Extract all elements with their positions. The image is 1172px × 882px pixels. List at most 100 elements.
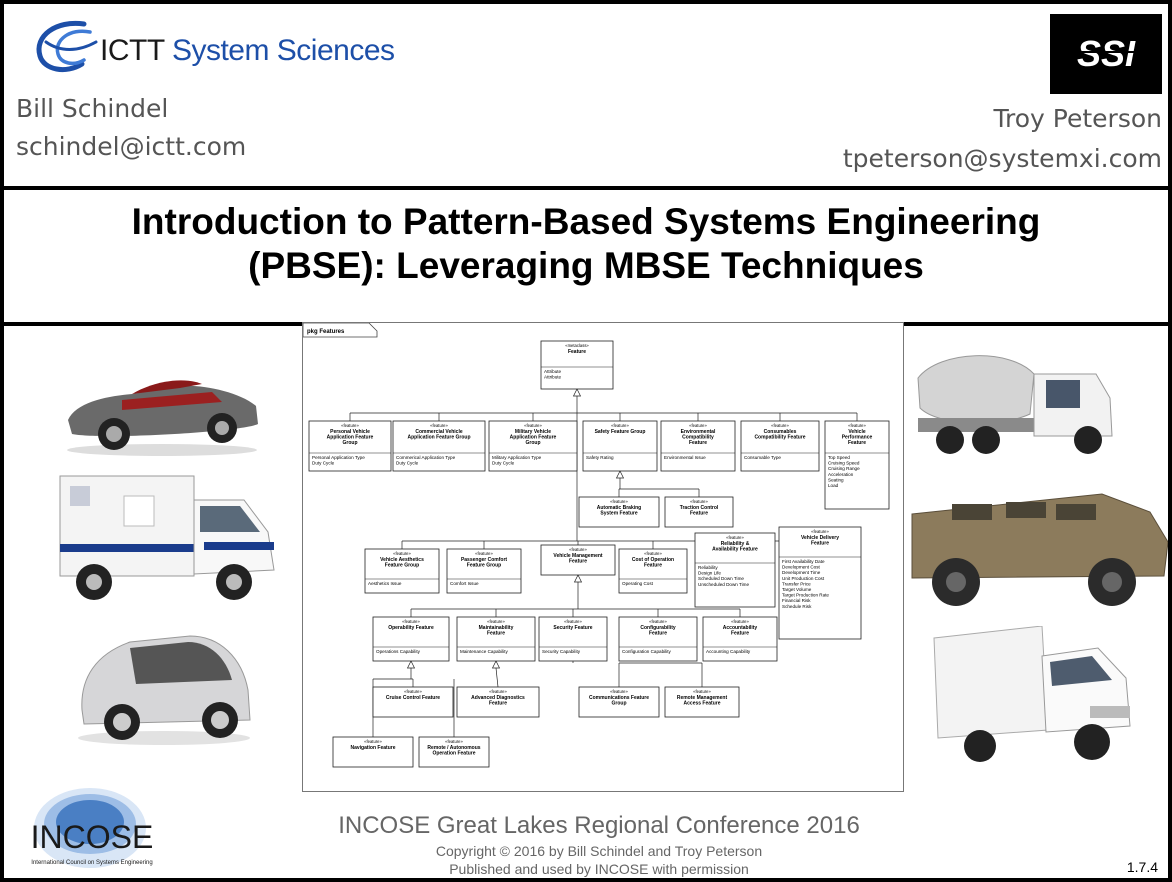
node-name: Reliability &Availability Feature xyxy=(712,541,758,553)
ictt-name-part2: System Sciences xyxy=(164,34,395,67)
node-stereotype: «feature» xyxy=(364,739,382,744)
incose-logo: INCOSE International Council on Systems … xyxy=(31,788,154,868)
node-stereotype: «feature» xyxy=(848,423,866,428)
node-stereotype: «feature» xyxy=(341,423,359,428)
published-line: Published and used by INCOSE with permis… xyxy=(449,861,749,877)
node-attributes: Environmental Issue xyxy=(664,455,706,460)
copyright-block: Copyright © 2016 by Bill Schindel and Tr… xyxy=(304,842,894,878)
incose-logo-text: INCOSE xyxy=(31,819,154,855)
node-stereotype: «feature» xyxy=(475,551,493,556)
node-attributes: Aesthetics Issue xyxy=(368,581,402,586)
ambulance-image xyxy=(59,475,275,600)
node-stereotype: «feature» xyxy=(649,619,667,624)
node-stereotype: «feature» xyxy=(487,619,505,624)
node-stereotype: «feature» xyxy=(393,551,411,556)
node-stereotype: «feature» xyxy=(445,739,463,744)
incose-tagline: International Council on Systems Enginee… xyxy=(31,860,152,866)
node-attributes: Consumable Type xyxy=(744,455,781,460)
node-stereotype: «feature» xyxy=(564,619,582,624)
convertible-car-image xyxy=(67,380,258,456)
node-attributes: Comfort Issue xyxy=(450,581,479,586)
node-stereotype: «feature» xyxy=(489,689,507,694)
smart-car-image xyxy=(78,635,251,745)
node-name: Cruise Control Feature xyxy=(386,695,440,701)
diagram-frame-tab: pkg Features xyxy=(302,322,378,338)
node-stereotype: «feature» xyxy=(610,689,628,694)
slide-title-line-1: Introduction to Pattern-Based Systems En… xyxy=(131,201,1041,242)
node-name: Operability Feature xyxy=(388,625,434,631)
node-stereotype: «feature» xyxy=(569,547,587,552)
node-name: Security Feature xyxy=(553,625,592,631)
node-attributes: Maintenance Capability xyxy=(460,649,508,654)
node-stereotype: «metaclass» xyxy=(565,343,589,348)
armored-military-vehicle-image xyxy=(911,493,1168,606)
title-band: Introduction to Pattern-Based Systems En… xyxy=(4,190,1168,326)
node-stereotype: «feature» xyxy=(731,619,749,624)
node-stereotype: «feature» xyxy=(430,423,448,428)
box-truck-image xyxy=(933,626,1131,762)
node-stereotype: «feature» xyxy=(402,619,420,624)
conference-name: INCOSE Great Lakes Regional Conference 2… xyxy=(338,812,860,839)
node-stereotype: «feature» xyxy=(726,535,744,540)
ictt-org-name: ICTT System Sciences xyxy=(100,34,395,68)
ictt-name-part1: ICTT xyxy=(100,34,165,67)
node-stereotype: «feature» xyxy=(610,499,628,504)
node-attributes: Configuration Capability xyxy=(622,649,671,654)
ssi-logo-icon: SSI xyxy=(1050,14,1162,94)
diagram-node-cruise: «feature»Cruise Control Feature xyxy=(372,686,454,718)
node-attributes: Safety Rating xyxy=(586,455,614,460)
node-name: Safety Feature Group xyxy=(595,429,646,435)
node-name: Navigation Feature xyxy=(350,745,395,751)
node-stereotype: «feature» xyxy=(404,689,422,694)
author-right-name: Troy Peterson xyxy=(993,104,1162,133)
node-attributes: Accounting Capability xyxy=(706,649,751,654)
cement-mixer-truck-image xyxy=(917,355,1113,454)
node-stereotype: «feature» xyxy=(611,423,629,428)
node-stereotype: «feature» xyxy=(689,423,707,428)
author-left-name: Bill Schindel xyxy=(16,94,169,123)
ictt-swirl-logo-icon xyxy=(36,20,98,73)
node-stereotype: «feature» xyxy=(693,689,711,694)
node-stereotype: «feature» xyxy=(644,551,662,556)
